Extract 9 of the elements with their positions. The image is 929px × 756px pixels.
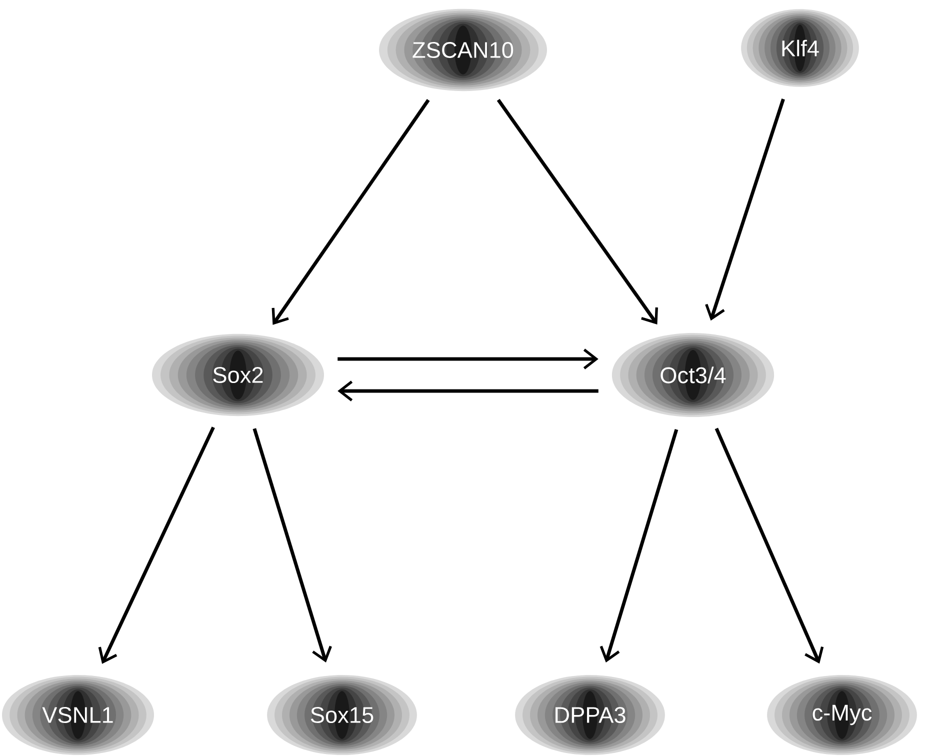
- arrow: [272, 99, 430, 325]
- arrow: [98, 426, 215, 664]
- arrow: [338, 348, 598, 370]
- arrow: [338, 380, 598, 402]
- arrow: [600, 429, 678, 662]
- arrow: [496, 98, 658, 324]
- arrow: [714, 428, 824, 664]
- arrow: [252, 428, 332, 662]
- arrow: [705, 98, 785, 321]
